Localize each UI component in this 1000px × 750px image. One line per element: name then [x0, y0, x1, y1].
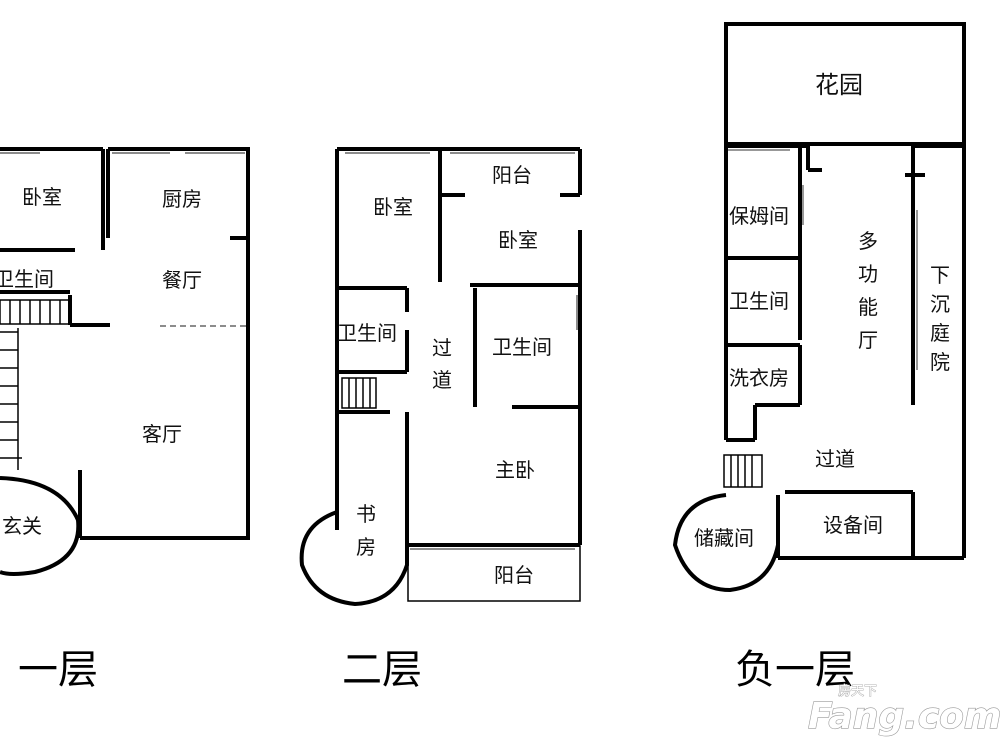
basement-plan: [672, 22, 966, 593]
floor2-study-char2: 房: [356, 535, 376, 559]
watermark-small-text: 房天下: [838, 683, 877, 699]
floor1-living-label: 客厅: [142, 422, 182, 446]
floor2-title: 二层: [342, 647, 422, 693]
floor2-corridor-char2: 道: [432, 368, 452, 392]
basement-sunken-char4: 院: [930, 350, 950, 374]
floor2-bathroom-a-label: 卫生间: [337, 321, 397, 345]
floor2-balcony-bottom-label: 阳台: [494, 563, 534, 587]
basement-sunken-char3: 庭: [930, 321, 950, 345]
basement-multi-char4: 厅: [858, 328, 878, 352]
floor2-bedroom-a-label: 卧室: [373, 195, 413, 219]
floor2-balcony-top-label: 阳台: [492, 163, 532, 187]
floor2-bedroom-b-label: 卧室: [498, 228, 538, 252]
basement-sunken-char2: 沉: [930, 292, 950, 316]
basement-bathroom-label: 卫生间: [729, 289, 789, 313]
floor1-plan: [0, 147, 250, 576]
basement-laundry-label: 洗衣房: [729, 366, 789, 390]
watermark-logo: Fang.com: [808, 696, 1000, 737]
floor1-bedroom-label: 卧室: [22, 185, 62, 209]
floor2-bathroom-b-label: 卫生间: [492, 335, 552, 359]
basement-sunken-char1: 下: [930, 263, 950, 287]
floor1-title: 一层: [18, 647, 98, 693]
floor2-study-char1: 书: [356, 502, 376, 526]
basement-garden-label: 花园: [815, 71, 863, 99]
basement-storage-label: 储藏间: [694, 526, 754, 550]
basement-multi-char2: 功: [858, 262, 878, 286]
floor1-dining-label: 餐厅: [162, 268, 202, 292]
floor1-kitchen-label: 厨房: [162, 187, 202, 211]
basement-equipment-room-label: 设备间: [823, 513, 883, 537]
floor1-bathroom-label: 卫生间: [0, 267, 54, 291]
basement-nanny-room-label: 保姆间: [729, 204, 789, 228]
floor2-plan: [299, 147, 582, 607]
basement-multi-char3: 能: [858, 295, 878, 319]
floor1-foyer-label: 玄关: [2, 514, 42, 538]
basement-title: 负一层: [735, 647, 855, 693]
floor2-corridor-char1: 过: [432, 336, 452, 360]
basement-corridor-label: 过道: [815, 447, 855, 471]
basement-multi-char1: 多: [858, 229, 878, 253]
floor2-master-bedroom-label: 主卧: [495, 458, 535, 482]
